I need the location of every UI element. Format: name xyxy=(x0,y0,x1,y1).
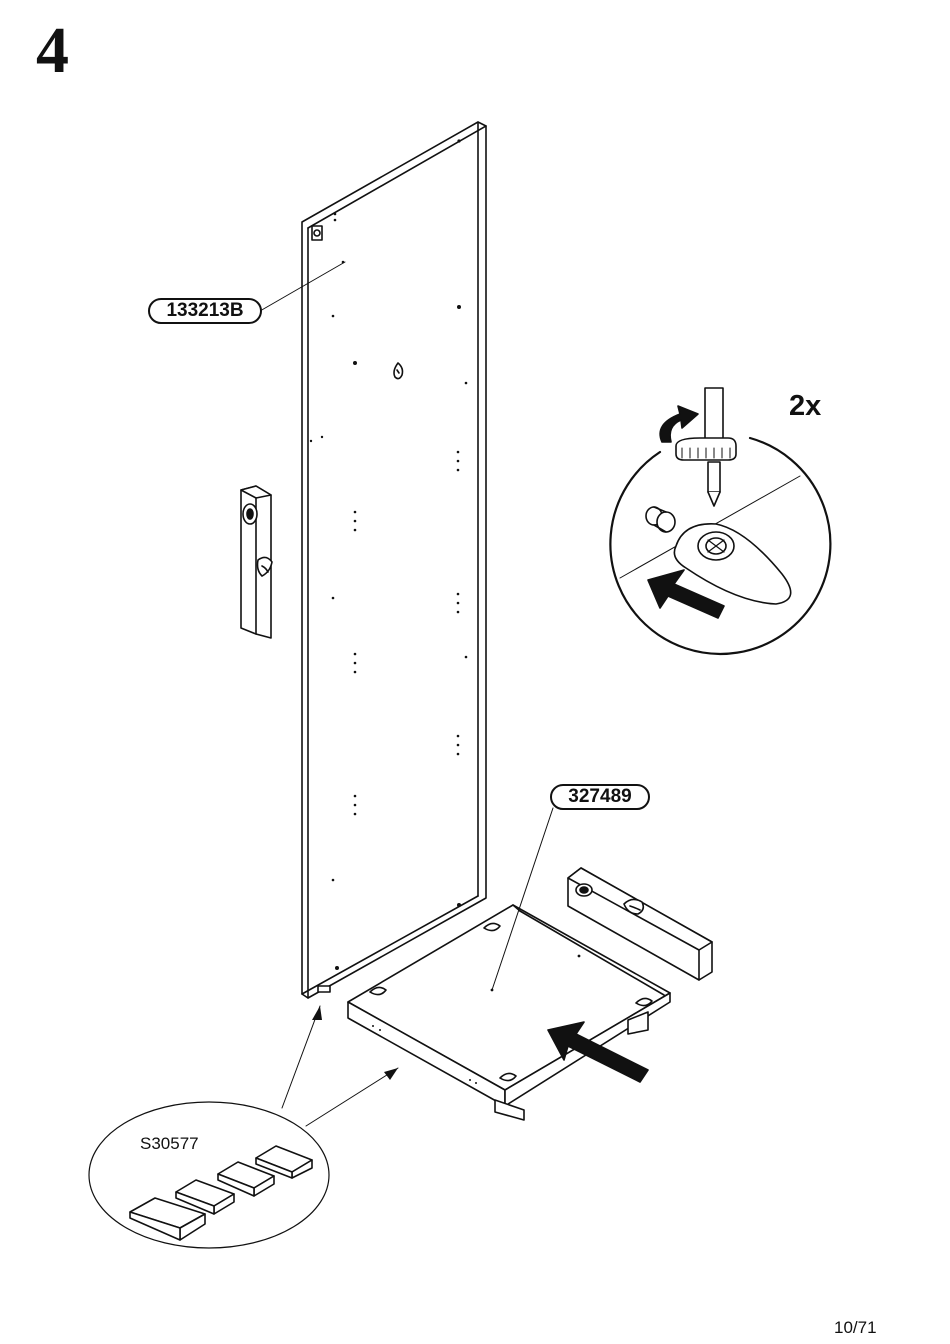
side-panel-133213B xyxy=(302,122,486,998)
felt-pads-callout xyxy=(89,1006,398,1248)
rotate-arrow-icon xyxy=(660,406,698,442)
cam-detail-callout xyxy=(610,388,830,654)
hardware-code-label: S30577 xyxy=(140,1134,199,1154)
part-label-bottom-panel: 327489 xyxy=(550,784,650,810)
part-label-side-panel: 133213B xyxy=(148,298,262,324)
spirit-level-icon xyxy=(241,486,272,638)
screwdriver-icon xyxy=(676,388,736,506)
cam-lock-icon xyxy=(312,226,322,240)
step-number: 4 xyxy=(36,18,69,84)
page-number: 10/71 xyxy=(834,1318,877,1338)
quantity-label: 2x xyxy=(789,390,821,423)
